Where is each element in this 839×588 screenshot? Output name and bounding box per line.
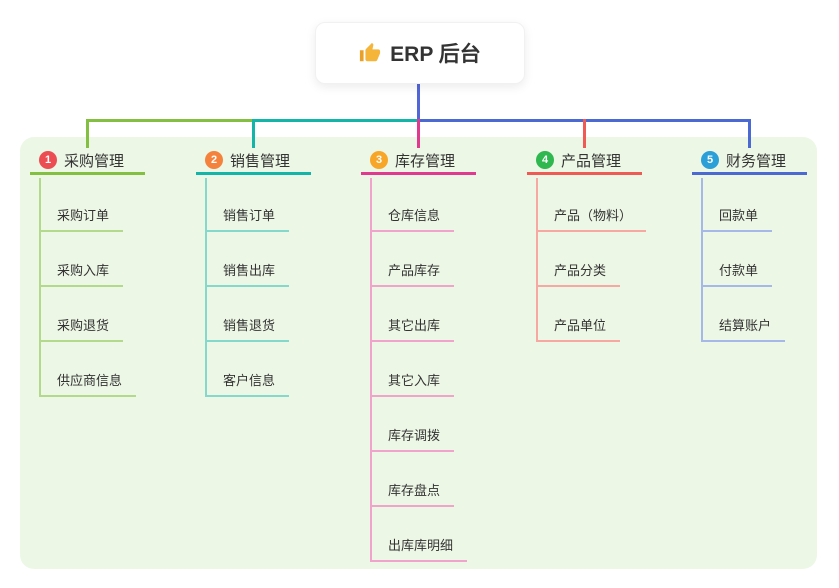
child-node[interactable]: 供应商信息 — [39, 369, 137, 397]
root-node[interactable]: ERP 后台 — [315, 22, 525, 84]
root-title: ERP 后台 — [390, 43, 481, 66]
child-node[interactable]: 仓库信息 — [370, 204, 455, 232]
branch-tree-line — [536, 178, 538, 342]
child-node[interactable]: 出库库明细 — [370, 534, 468, 562]
branch-label: 财务管理 — [726, 152, 787, 170]
child-node[interactable]: 回款单 — [701, 204, 773, 232]
branch-number-badge: 3 — [370, 151, 388, 169]
branch-node-3[interactable]: 3 库存管理 — [361, 148, 476, 175]
thumbs-up-icon — [359, 42, 381, 64]
child-node[interactable]: 采购订单 — [39, 204, 124, 232]
branch-node-2[interactable]: 2 销售管理 — [196, 148, 311, 175]
branch-number-badge: 5 — [701, 151, 719, 169]
branch-label: 采购管理 — [64, 152, 125, 170]
child-node[interactable]: 采购入库 — [39, 259, 124, 287]
child-node[interactable]: 销售出库 — [205, 259, 290, 287]
branch-number-badge: 1 — [39, 151, 57, 169]
child-node[interactable]: 其它出库 — [370, 314, 455, 342]
child-node[interactable]: 销售订单 — [205, 204, 290, 232]
connector-segment — [86, 119, 254, 122]
branch-node-1[interactable]: 1 采购管理 — [30, 148, 145, 175]
child-node[interactable]: 客户信息 — [205, 369, 290, 397]
child-node[interactable]: 其它入库 — [370, 369, 455, 397]
connector-segment — [252, 119, 419, 122]
child-node[interactable]: 产品单位 — [536, 314, 621, 342]
connector-drop — [583, 119, 586, 148]
connector-drop — [748, 119, 751, 148]
connector-drop — [86, 119, 89, 148]
branch-tree-line — [370, 178, 372, 562]
branch-node-4[interactable]: 4 产品管理 — [527, 148, 642, 175]
branches-panel — [20, 137, 817, 569]
child-node[interactable]: 销售退货 — [205, 314, 290, 342]
child-node[interactable]: 库存盘点 — [370, 479, 455, 507]
connector-drop — [417, 119, 420, 148]
branch-label: 销售管理 — [230, 152, 291, 170]
child-node[interactable]: 产品分类 — [536, 259, 621, 287]
child-node[interactable]: 结算账户 — [701, 314, 786, 342]
connector-drop — [252, 119, 255, 148]
branch-number-badge: 4 — [536, 151, 554, 169]
child-node[interactable]: 库存调拨 — [370, 424, 455, 452]
child-node[interactable]: 付款单 — [701, 259, 773, 287]
root-connector-line — [417, 82, 420, 119]
branch-label: 库存管理 — [395, 152, 456, 170]
child-node[interactable]: 产品（物料） — [536, 204, 647, 232]
child-node[interactable]: 产品库存 — [370, 259, 455, 287]
branch-number-badge: 2 — [205, 151, 223, 169]
child-node[interactable]: 采购退货 — [39, 314, 124, 342]
branch-label: 产品管理 — [561, 152, 622, 170]
branch-tree-line — [205, 178, 207, 397]
branch-tree-line — [39, 178, 41, 397]
branch-tree-line — [701, 178, 703, 342]
branch-node-5[interactable]: 5 财务管理 — [692, 148, 807, 175]
